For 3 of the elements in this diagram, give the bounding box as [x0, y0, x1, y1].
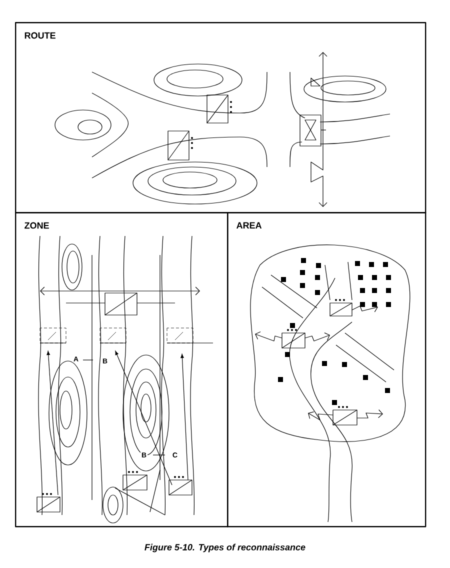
- figure-caption: Figure 5-10. Types of reconnaissance: [144, 544, 306, 552]
- map-panel: AREA: [227, 212, 426, 528]
- map-panel: ROUTE: [15, 22, 426, 214]
